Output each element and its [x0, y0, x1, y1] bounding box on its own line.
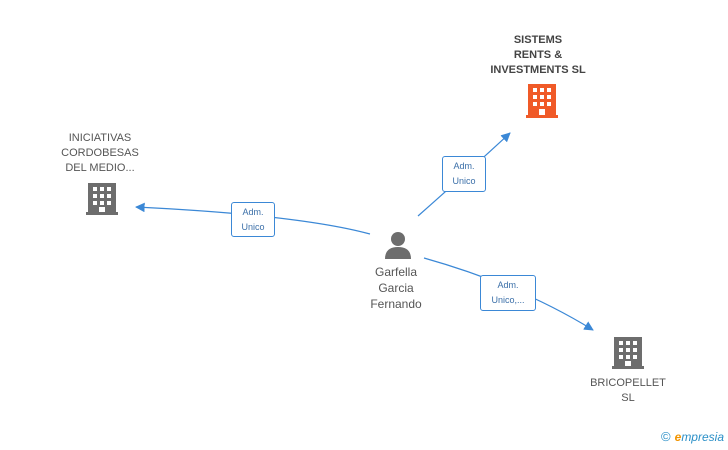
brand-name: mpresia	[681, 430, 724, 444]
edge-label-bricopellet: Adm. Unico,...	[480, 275, 536, 311]
building-icon[interactable]	[612, 337, 644, 369]
edge-label-sistems: Adm. Unico	[442, 156, 486, 192]
company-label-sistems[interactable]: SISTEMS RENTS & INVESTMENTS SL	[490, 34, 586, 76]
edge-to-iniciativas	[135, 202, 371, 235]
company-label-bricopellet[interactable]: BRICOPELLET SL	[590, 377, 666, 404]
edge-label-iniciativas: Adm. Unico	[231, 202, 275, 237]
person-icon[interactable]	[385, 232, 411, 259]
empresia-watermark: ©empresia	[661, 429, 724, 444]
brand-initial: e	[674, 430, 682, 444]
building-icon[interactable]	[526, 84, 558, 118]
person-label[interactable]: Garfella Garcia Fernando	[370, 265, 422, 311]
building-icon[interactable]	[86, 183, 118, 215]
copyright-icon: ©	[661, 429, 671, 444]
company-label-iniciativas[interactable]: INICIATIVAS CORDOBESAS DEL MEDIO...	[61, 132, 139, 174]
